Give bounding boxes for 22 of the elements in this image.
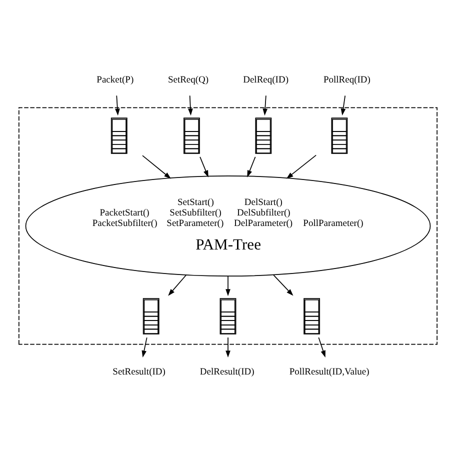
node-ellipse: PacketStart() PacketSubfilter() SetStart() SetSubfilter() SetParameter() DelStart() DelSubfilter() DelParameter() PollParameter() PAM-Tree [25,175,431,277]
arrow [286,154,317,179]
arrow [262,95,268,116]
arrow [168,274,187,296]
node-text: DelReq(ID) [243,75,288,86]
arrow [318,337,326,358]
node-text: SetResult(ID) [112,367,166,378]
arrow [273,274,294,296]
arrow [188,95,193,116]
arrow [200,156,208,178]
node-text: Packet(P) [96,75,134,86]
node-text: PollResult(ID,Value) [289,367,370,378]
arrow [226,276,230,296]
arrow [142,337,148,358]
arrow [226,337,230,358]
arrow [247,156,256,178]
arrow [142,155,172,179]
node-text: SetReq(Q) [168,75,209,86]
arrow [115,95,120,116]
node-text: PollReq(ID) [323,75,370,86]
node-text: DelResult(ID) [200,367,254,378]
arrow [340,95,346,116]
